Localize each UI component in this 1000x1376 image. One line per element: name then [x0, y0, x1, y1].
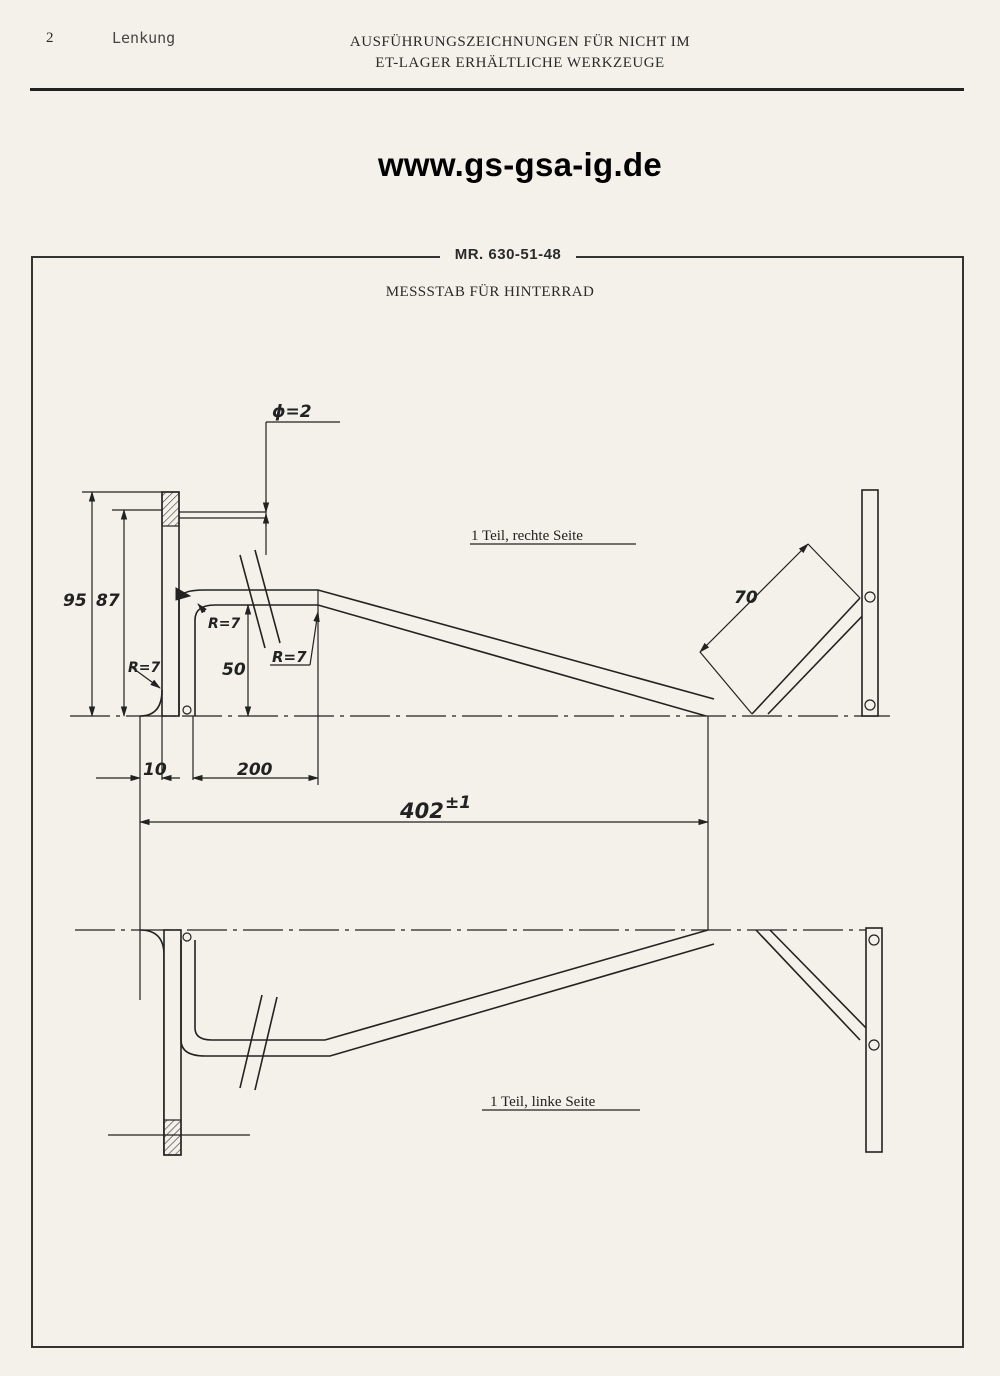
- lower-part-view: [75, 927, 883, 1156]
- page-title-line-1: AUSFÜHRUNGSZEICHNUNGEN FÜR NICHT IM: [349, 34, 691, 50]
- lower-tube-inner: [194, 929, 709, 1041]
- radius-label-1: R=7: [128, 660, 161, 676]
- header-divider: [30, 88, 964, 91]
- upper-part-view: [70, 489, 890, 717]
- dim-87: 87: [96, 591, 120, 611]
- upper-right-clamp: [861, 489, 879, 717]
- dimension-texts: ϕ=2 95 87 50 10 200 402 ±1 70 R=7 R=7 R=…: [63, 402, 758, 1110]
- upper-tube-outer: [178, 589, 715, 700]
- dim-200: 200: [237, 760, 273, 780]
- page-title: AUSFÜHRUNGSZEICHNUNGEN FÜR NICHT IM ET-L…: [300, 32, 740, 74]
- radius-label-2: R=7: [208, 616, 241, 632]
- section-name: Lenkung: [112, 29, 176, 47]
- right-part-label: 1 Teil, rechte Seite: [471, 528, 583, 544]
- radius-label-3: R=7: [272, 648, 307, 666]
- page-title-line-2: ET-LAGER ERHÄLTLICHE WERKZEUGE: [375, 55, 665, 71]
- dim-tolerance: ±1: [445, 793, 471, 813]
- upper-angled-arm: [751, 597, 871, 715]
- upper-dimensions: [82, 421, 861, 1000]
- tool-number: MR. 630-51-48: [440, 246, 576, 263]
- diameter-label: ϕ=2: [272, 402, 312, 422]
- dim-402: 402: [399, 799, 444, 823]
- left-part-label: 1 Teil, linke Seite: [490, 1094, 596, 1110]
- dim-50: 50: [222, 660, 246, 680]
- dim-70: 70: [734, 588, 758, 608]
- lower-tube-outer: [180, 940, 715, 1057]
- dim-10: 10: [143, 760, 167, 780]
- tool-name: MESSSTAB FÜR HINTERRAD: [385, 284, 595, 300]
- dim-95: 95: [63, 591, 87, 611]
- lower-angled-arm: [755, 929, 869, 1041]
- website-watermark: www.gs-gsa-ig.de: [377, 146, 663, 183]
- page-number: 2: [46, 30, 54, 46]
